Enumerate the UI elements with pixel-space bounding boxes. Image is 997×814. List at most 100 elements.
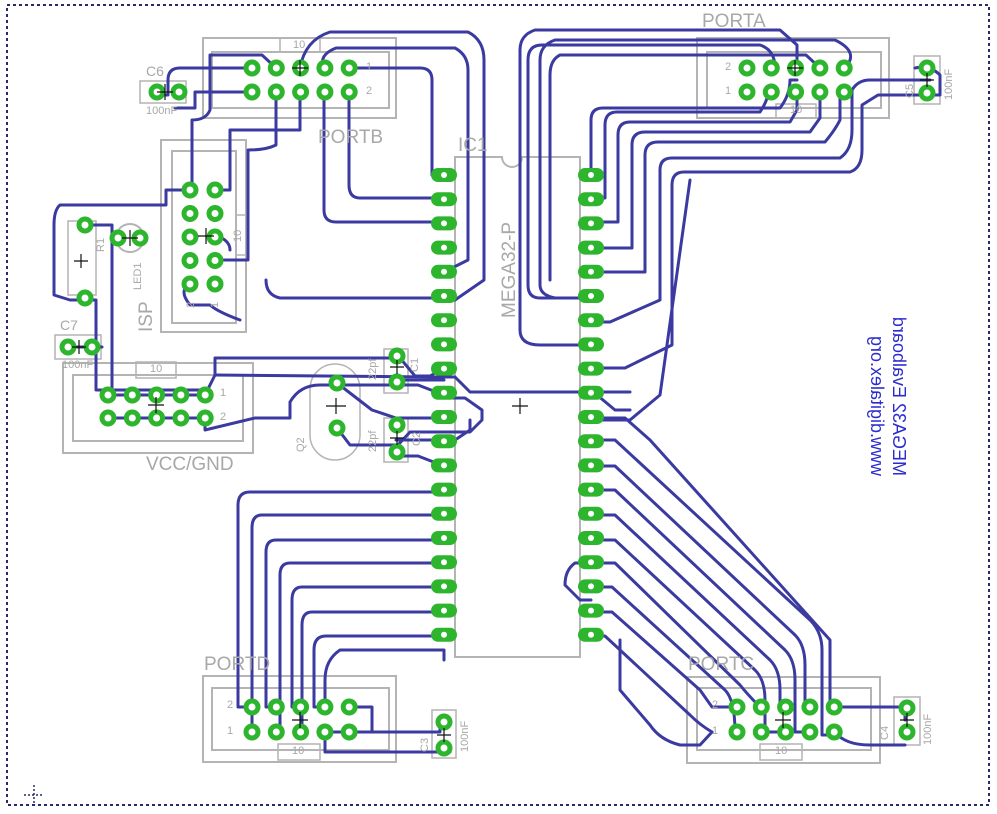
portd-pad-top-1-hole (248, 703, 256, 711)
portd-pad-bottom-2-hole (272, 728, 280, 736)
isp-pad-a-5-hole (186, 280, 194, 288)
portc-pad-top-2-hole (757, 703, 765, 711)
portc-pad-top-1-hole (733, 703, 741, 711)
isp-pin10-mark: 10 (232, 229, 244, 242)
vcc-pin2-mark: 2 (220, 411, 227, 423)
c2-value: 22pf (367, 430, 379, 452)
c3-value: 100nF (459, 720, 471, 752)
component-pad-20-hole (440, 744, 448, 752)
ic-value-label: MEGA32-P (499, 221, 520, 318)
porta-pad-bottom-3-hole (792, 88, 800, 96)
portc-pin2-mark: 2 (712, 699, 719, 711)
portb-pad-top-1-hole (248, 64, 256, 72)
c2-ref: C2 (411, 431, 423, 446)
vcc-pin10-mark: 10 (150, 363, 163, 375)
ic1-pin-left-14-hole (441, 486, 447, 493)
pads (59, 59, 936, 757)
portc-pad-bottom-2-hole (757, 728, 765, 736)
porta-pad-bottom-4-hole (816, 88, 824, 96)
portb-pin1-mark: 1 (366, 61, 373, 73)
ic1-pin-right-25-hole (588, 535, 594, 541)
brand-line-1: MEGA32 Evalboard (889, 316, 909, 476)
portb-label: PORTB (318, 127, 384, 148)
ic1-pin-right-37-hole (588, 244, 594, 251)
porta-pad-top-1-hole (743, 64, 751, 72)
portd-pad-top-5-hole (345, 703, 353, 711)
porta-pad-top-4-hole (816, 64, 824, 72)
portb-pin2-mark: 2 (366, 85, 373, 97)
ic1-pin-left-4-hole (441, 244, 447, 251)
ic1-pin-left-12-hole (441, 438, 447, 445)
r1-ref: R1 (95, 237, 107, 252)
ic1-pin-right-32-hole (588, 365, 594, 372)
vcc-gnd-label: VCC/GND (146, 454, 234, 475)
ic1-pin-left-18-hole (441, 583, 447, 590)
component-pad-17-hole (903, 704, 911, 712)
porta-label: PORTA (702, 11, 766, 32)
vcc-pad-top-3-hole (153, 391, 161, 399)
portd-pin10-mark: 10 (292, 745, 305, 757)
portd-pad-bottom-1-hole (248, 728, 256, 736)
porta-pad-bottom-1-hole (743, 88, 751, 96)
ic1-pin-left-13-hole (441, 462, 447, 469)
portd-pad-top-3-hole (297, 703, 305, 711)
brand-block: MEGA32 Evalboard www.digitalex.org (864, 266, 910, 476)
vcc-pad-top-2-hole (128, 391, 136, 399)
ic1-pin-right-39-hole (588, 196, 594, 203)
c7-ref: C7 (60, 317, 78, 333)
portb-pad-bottom-5-hole (345, 88, 353, 96)
component-pad-14-hole (393, 448, 401, 456)
ic-ref-label: IC1 (458, 135, 488, 156)
c4-ref: C4 (879, 725, 891, 740)
vcc-pad-top-4-hole (177, 391, 185, 399)
isp-pad-b-2-hole (211, 210, 219, 217)
component-pad-2-hole (175, 88, 183, 96)
vcc-pad-bottom-1-hole (104, 414, 112, 422)
c1-ref: C1 (409, 357, 421, 372)
portc-pad-top-4-hole (806, 703, 814, 711)
portb-pad-bottom-3-hole (297, 88, 305, 96)
ic1-pin-right-30-hole (588, 414, 594, 420)
c6-ref: C6 (146, 63, 164, 79)
portd-pin1-mark: 1 (227, 725, 234, 737)
portc-pad-bottom-5-hole (830, 728, 838, 736)
ic1-pin-left-9-hole (441, 365, 447, 372)
portb-pin10-mark: 10 (293, 39, 306, 51)
ic1-pin-right-35-hole (588, 293, 594, 299)
portd-pad-bottom-4-hole (321, 728, 329, 736)
ic1-pin-right-26-hole (588, 510, 594, 517)
portd-pad-bottom-5-hole (345, 728, 353, 736)
ic1-pin-right-31-hole (588, 389, 594, 396)
portb-pad-bottom-4-hole (321, 88, 329, 96)
ic1-pin-left-10-hole (441, 389, 447, 396)
q2-ref: Q2 (295, 437, 307, 452)
board-outline (6, 4, 990, 806)
portb-pad-top-4-hole (321, 64, 329, 72)
portc-label: PORTC (688, 654, 755, 675)
c1-value: 22pf (367, 358, 379, 380)
component-pad-8-hole (136, 234, 144, 242)
component-pad-19-hole (440, 718, 448, 726)
brand-line-2: www.digitalex.org (867, 335, 887, 476)
ic1-pin-right-27-hole (588, 486, 594, 493)
ic1-pin-left-6-hole (441, 293, 447, 299)
ic1-pin-left-1-hole (441, 172, 447, 178)
portc-pin1-mark: 1 (712, 725, 719, 737)
portc-pad-top-5-hole (830, 703, 838, 711)
isp-pin1-mark: 1 (209, 301, 221, 308)
portd-pad-top-2-hole (272, 703, 280, 711)
vcc-pad-bottom-2-hole (128, 414, 136, 422)
component-pad-9-hole (333, 379, 341, 387)
ic1-pin-right-29-hole (588, 438, 594, 445)
c5-ref: C5 (904, 83, 916, 98)
portb-pad-top-2-hole (272, 64, 280, 72)
isp-pad-a-1-hole (186, 186, 194, 194)
component-pad-13-hole (393, 421, 401, 429)
component-pad-7-hole (114, 234, 122, 242)
ic1-pin-right-21-hole (588, 631, 594, 638)
ic1-pin-left-17-hole (441, 559, 447, 566)
portd-label: PORTD (204, 654, 271, 675)
component-pad-5-hole (81, 221, 89, 229)
porta-pad-bottom-2-hole (767, 88, 775, 96)
